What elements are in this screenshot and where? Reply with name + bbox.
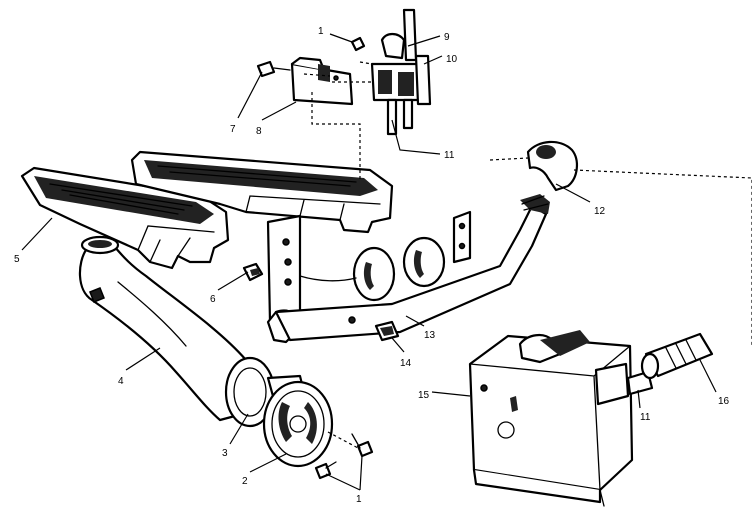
screw-1-top xyxy=(350,36,366,52)
callout-5: 5 xyxy=(14,254,20,265)
dashed-alignment-lines xyxy=(303,61,752,449)
callout-11-top: 11 xyxy=(444,150,455,161)
screw-1-bottom-a xyxy=(351,433,374,458)
orifice-6 xyxy=(242,262,264,282)
callout-10: 10 xyxy=(446,54,458,65)
manifold-bracket-13 xyxy=(266,194,550,344)
callout-4: 4 xyxy=(118,376,124,387)
screw-7 xyxy=(256,60,291,78)
pilot-bracket-8 xyxy=(290,56,354,106)
gas-valve-15 xyxy=(468,330,634,507)
burner-rear xyxy=(130,150,394,234)
callout-9: 9 xyxy=(444,32,450,43)
leader-lines xyxy=(21,33,717,491)
callout-1-bottom: 1 xyxy=(356,494,362,505)
callout-12: 12 xyxy=(594,206,606,217)
callout-11-valve: 11 xyxy=(640,412,651,423)
callout-7: 7 xyxy=(230,124,236,135)
callout-13: 13 xyxy=(424,330,436,341)
screw-1-bottom-b xyxy=(314,461,337,480)
callout-3: 3 xyxy=(222,448,228,459)
elbow-12 xyxy=(526,140,578,192)
shutter-cap-2 xyxy=(262,374,334,468)
callout-6: 6 xyxy=(210,294,216,305)
callout-2: 2 xyxy=(242,476,248,487)
nipple-16 xyxy=(640,332,714,380)
thermocouple-10 xyxy=(386,54,432,136)
callout-16: 16 xyxy=(718,396,730,407)
pilot-burner-9 xyxy=(370,8,422,102)
callout-15: 15 xyxy=(418,390,430,401)
callout-1-top: 1 xyxy=(318,26,324,37)
callout-8: 8 xyxy=(256,126,262,137)
manifold-pipe-4 xyxy=(78,235,259,422)
orifice-14 xyxy=(374,320,400,342)
callout-14: 14 xyxy=(400,358,412,369)
